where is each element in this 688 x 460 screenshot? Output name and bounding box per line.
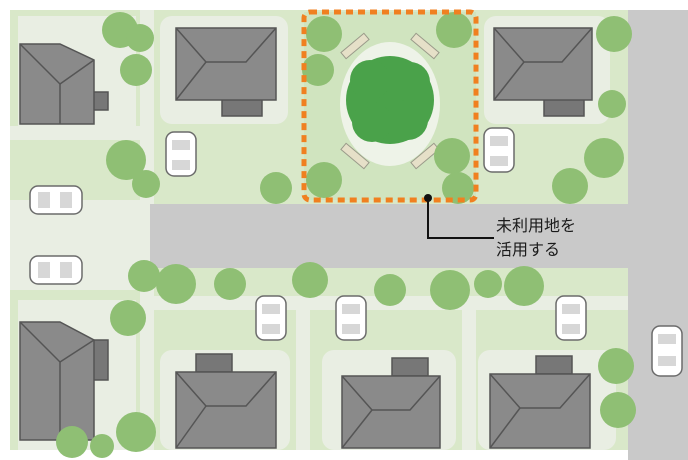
callout-label: 未利用地を 活用する — [496, 214, 576, 262]
road-horizontal — [150, 204, 628, 268]
footpath — [296, 296, 310, 450]
unused-land-highlight — [301, 9, 479, 203]
callout-pointer — [424, 194, 494, 239]
car-icon — [29, 127, 683, 377]
bush-cluster — [56, 12, 636, 458]
footpath — [462, 296, 476, 450]
callout-line-1: 未利用地を — [496, 216, 577, 235]
house-roof-icon — [19, 27, 593, 449]
footpath — [10, 126, 150, 140]
central-tree-icon — [346, 56, 434, 144]
callout-line-2: 活用する — [496, 240, 561, 259]
road-vertical-right — [628, 10, 688, 460]
bench-icon — [340, 32, 440, 170]
